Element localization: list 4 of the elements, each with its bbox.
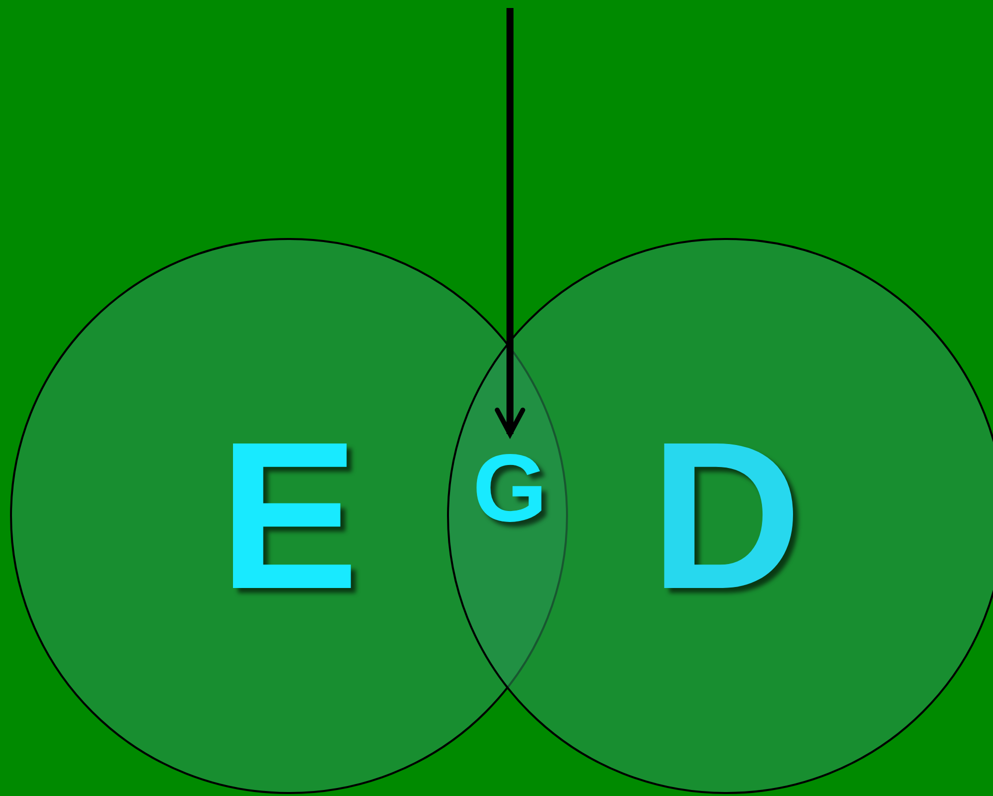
set-label: E [218,411,360,621]
set-label: D [650,411,802,621]
set-label: G [472,441,548,537]
arrow [494,8,526,436]
